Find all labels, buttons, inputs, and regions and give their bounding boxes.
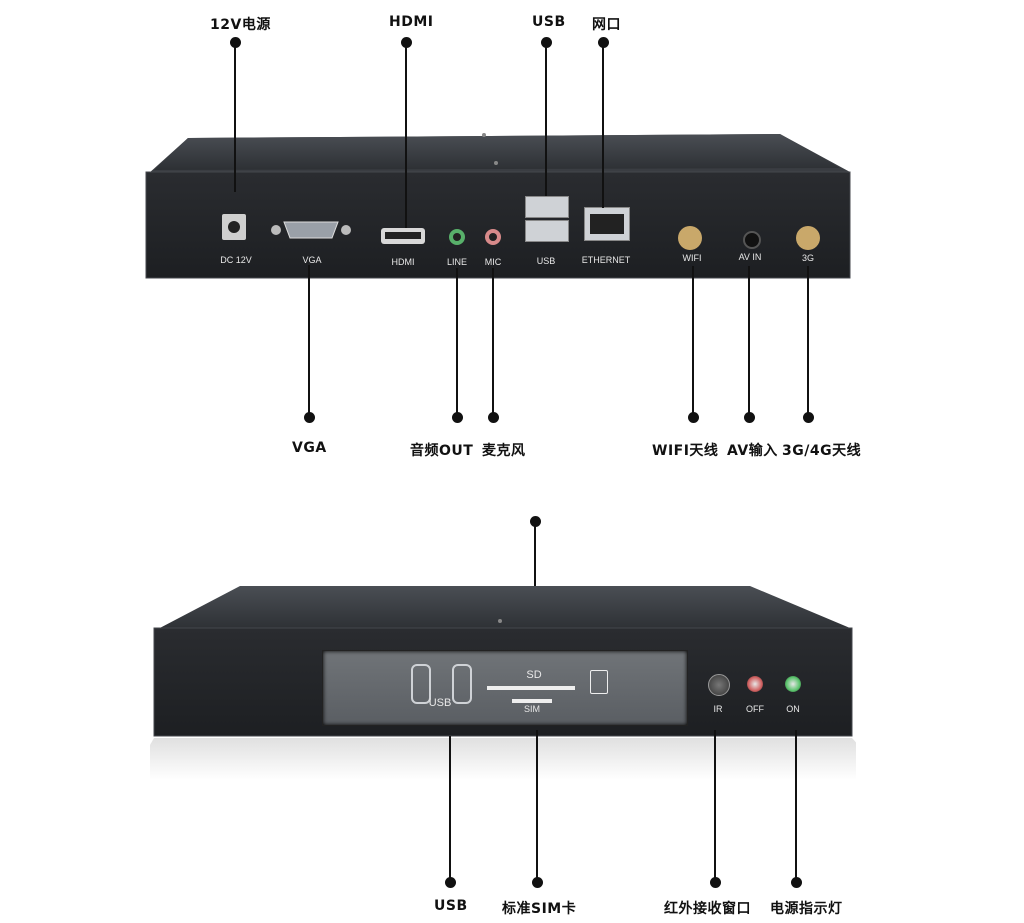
leader-hdmi [405,42,407,228]
line-port-label: LINE [446,257,467,267]
leader-front-usb [449,736,451,880]
leader-ir [714,730,716,880]
dot-front-usb [445,877,456,888]
callout-mic: 麦克风 [482,443,526,459]
leader-power-led [795,730,797,880]
ir-label: IR [713,704,723,714]
callout-ir: 红外接收窗口 [664,901,751,917]
on-label: ON [786,704,800,714]
dot-av-in [744,412,755,423]
callout-wifi: WIFI天线 [652,443,719,459]
ethernet-port-label: ETHERNET [581,255,631,265]
front-usb-port-1 [411,664,431,704]
leader-av-in [748,266,750,416]
callout-hdmi: HDMI [389,14,434,30]
leader-audio-out [456,268,458,416]
dot-power-led [791,877,802,888]
callout-audio-out: 音频OUT [410,443,474,459]
line-out-jack [449,229,465,245]
callout-power-led: 电源指示灯 [770,901,843,917]
dot-sim [532,877,543,888]
dc-power-jack [222,214,246,240]
wifi-port-label: WIFI [682,253,702,263]
leader-usb [545,42,547,196]
callout-sim: 标准SIM卡 [502,901,577,917]
sim-slot [512,699,552,703]
ethernet-port [584,207,630,241]
dot-mic [488,412,499,423]
callout-3g4g: 3G/4G天线 [782,443,862,459]
wifi-antenna-connector [678,226,702,250]
leader-sim [536,730,538,880]
leader-wifi [692,266,694,416]
callout-network: 网口 [592,17,621,33]
callout-12v-power: 12V电源 [210,17,271,33]
vga-port-label: VGA [302,255,322,265]
usb-port-label: USB [536,256,556,266]
off-led [747,676,763,692]
top-device-housing [145,133,851,279]
3g-antenna-connector [796,226,820,250]
mic-port-label: MIC [484,257,502,267]
off-label: OFF [746,704,764,714]
dot-audio-out [452,412,463,423]
dot-ir [710,877,721,888]
leader-mic [492,268,494,416]
ir-receiver-window [708,674,730,696]
callout-usb: USB [532,14,566,30]
3g-port-label: 3G [801,253,814,263]
hdmi-port [381,228,425,244]
front-usb-label: USB [428,697,452,709]
leader-network [602,42,604,208]
dot-vga [304,412,315,423]
dc-port-label: DC 12V [220,255,252,265]
callout-front-usb: USB [434,898,468,914]
callout-vga: VGA [292,440,327,456]
sd-label: SD [526,669,542,681]
front-usb-port-2 [452,664,472,704]
dot-wifi [688,412,699,423]
leader-3g4g [807,266,809,416]
av-in-port-label: AV IN [738,252,762,262]
sim-card-icon [590,670,608,694]
leader-vga [308,265,310,415]
callout-av-in: AV输入 [727,443,778,459]
sim-label: SIM [523,704,540,714]
sd-slot [487,686,575,690]
hdmi-port-label: HDMI [391,257,415,267]
dot-3g4g [803,412,814,423]
mic-jack [485,229,501,245]
on-led [785,676,801,692]
vga-port [270,219,352,241]
usb-ports [525,196,569,242]
av-in-jack [743,231,761,249]
leader-12v-power [234,42,236,192]
